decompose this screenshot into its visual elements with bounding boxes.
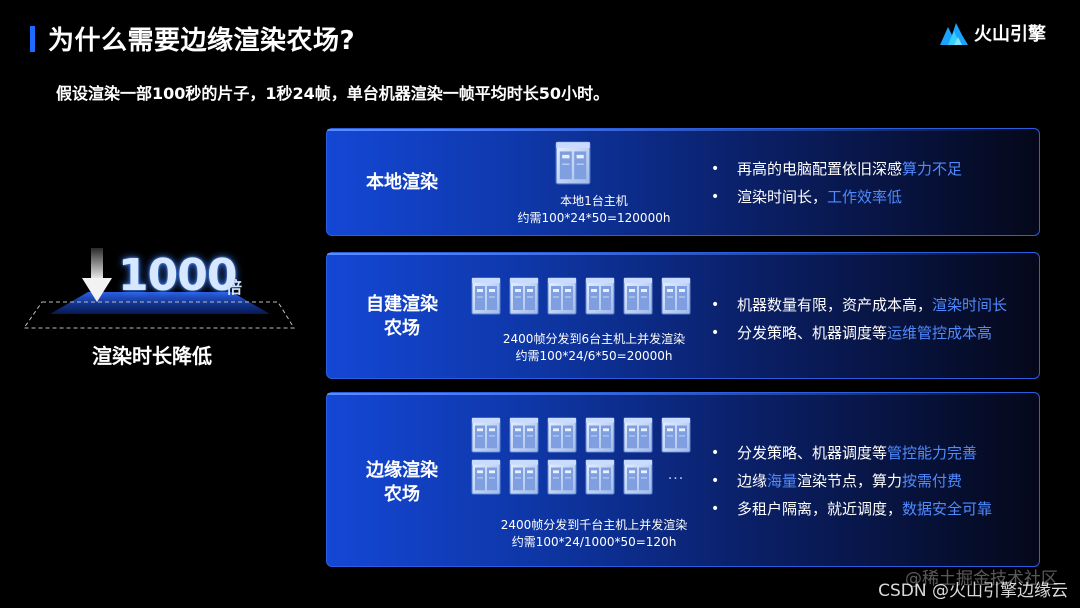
bullet-item: 分发策略、机器调度等管控能力完善	[711, 439, 992, 467]
bullet-item: 机器数量有限，资产成本高，渲染时间长	[711, 291, 1007, 319]
panel-label-line: 自建渲染	[366, 294, 438, 315]
server-group	[471, 277, 703, 315]
note-line: 约需100*24/1000*50=120h	[511, 535, 677, 550]
server-icon	[623, 277, 653, 315]
panel-note: 本地1台主机 约需100*24*50=120000h	[477, 193, 711, 228]
panel-label: 边缘渲染 农场	[327, 459, 477, 508]
platform-graphic	[23, 292, 295, 329]
panel-local-render: 本地渲染 本地1台主机 约需100*24*50=120000h 再高的电脑配置依…	[326, 128, 1040, 236]
bullet-item: 多租户隔离，就近调度，数据安全可靠	[711, 495, 992, 523]
panel-label-line: 农场	[384, 484, 420, 506]
panel-label: 本地渲染	[327, 171, 477, 195]
server-icon	[623, 459, 653, 495]
server-icon	[661, 277, 691, 315]
volcano-engine-logo-icon	[940, 23, 968, 45]
down-arrow-icon	[82, 248, 112, 302]
panel-note: 2400帧分发到千台主机上并发渲染 约需100*24/1000*50=120h	[477, 517, 711, 552]
note-line: 2400帧分发到6台主机上并发渲染	[502, 332, 686, 346]
panel-label-line: 本地渲染	[366, 172, 438, 193]
server-icon	[509, 417, 539, 453]
bullet-list: 分发策略、机器调度等管控能力完善 边缘海量渲染节点，算力按需付费 多租户隔离，就…	[711, 439, 992, 523]
server-icon	[471, 277, 501, 315]
note-line: 约需100*24*50=120000h	[517, 211, 671, 226]
server-icon	[585, 417, 615, 453]
server-icon	[547, 277, 577, 315]
bullet-item: 分发策略、机器调度等运维管控成本高	[711, 319, 1007, 347]
server-icon	[555, 141, 591, 185]
note-line: 约需100*24/6*50=20000h	[515, 349, 673, 364]
note-line: 2400帧分发到千台主机上并发渲染	[500, 518, 688, 532]
speedup-unit: 倍	[226, 278, 243, 297]
bullet-list: 再高的电脑配置依旧深感算力不足 渲染时间长，工作效率低	[711, 155, 962, 211]
server-icon	[585, 459, 615, 495]
bullet-list: 机器数量有限，资产成本高，渲染时间长 分发策略、机器调度等运维管控成本高	[711, 291, 1007, 347]
brand-logo: 火山引擎	[940, 20, 1046, 46]
server-icon	[547, 459, 577, 495]
page-subtitle: 假设渲染一部100秒的片子，1秒24帧，单台机器渲染一帧平均时长50小时。	[56, 84, 610, 103]
panel-label: 自建渲染 农场	[327, 293, 477, 342]
server-group: ···	[471, 417, 703, 495]
server-icon	[509, 459, 539, 495]
title-accent-bar	[30, 26, 35, 52]
speedup-number: 1000	[118, 250, 237, 301]
server-icon	[547, 417, 577, 453]
bullet-item: 边缘海量渲染节点，算力按需付费	[711, 467, 992, 495]
bullet-item: 再高的电脑配置依旧深感算力不足	[711, 155, 962, 183]
page-title: 为什么需要边缘渲染农场?	[48, 26, 356, 56]
note-line: 本地1台主机	[560, 194, 628, 208]
more-servers-ellipsis: ···	[667, 471, 685, 487]
server-icon	[509, 277, 539, 315]
server-icon	[661, 417, 691, 453]
speedup-hero: 1000 倍 渲染时长降低	[22, 248, 298, 368]
watermark-csdn: CSDN @火山引擎边缘云	[878, 581, 1068, 601]
brand-name: 火山引擎	[974, 24, 1046, 45]
panel-label-line: 边缘渲染	[366, 460, 438, 481]
panel-note: 2400帧分发到6台主机上并发渲染 约需100*24/6*50=20000h	[477, 331, 711, 366]
server-icon	[585, 277, 615, 315]
server-icon	[471, 459, 501, 495]
server-group	[555, 141, 591, 185]
speedup-caption: 渲染时长降低	[92, 344, 212, 368]
panel-label-line: 农场	[384, 318, 420, 340]
server-icon	[471, 417, 501, 453]
server-icon	[623, 417, 653, 453]
bullet-item: 渲染时间长，工作效率低	[711, 183, 962, 211]
panel-edge-render-farm: 边缘渲染 农场	[326, 392, 1040, 567]
watermark-juejin: @稀土掘金技术社区	[905, 569, 1058, 589]
panel-self-built-farm: 自建渲染 农场	[326, 252, 1040, 379]
